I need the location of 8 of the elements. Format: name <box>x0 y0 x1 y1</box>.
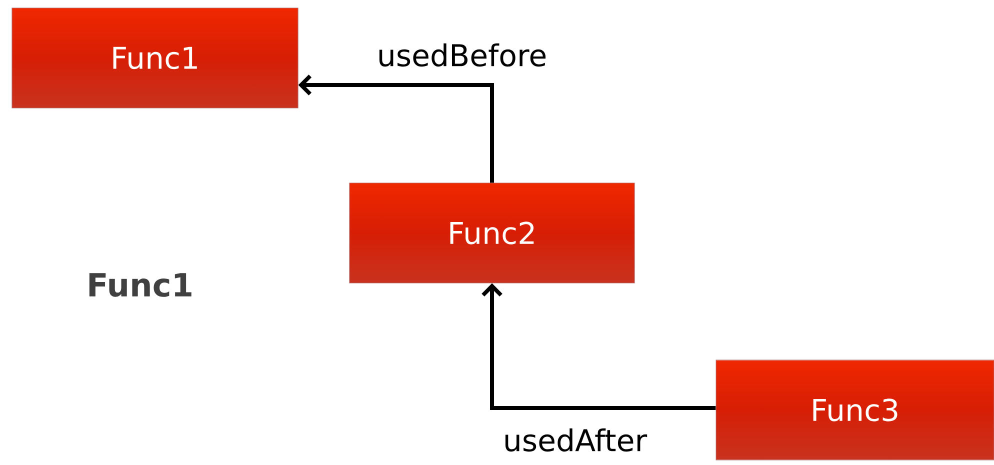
function-box: Func2 <box>349 182 635 284</box>
function-box: Func1 <box>12 8 298 108</box>
edge-label: usedBefore <box>376 42 548 68</box>
function-label: Func1 <box>89 273 192 297</box>
function-box: Func3 <box>716 360 994 460</box>
edge-label: usedAfter <box>502 427 648 453</box>
arrow <box>298 74 494 183</box>
arrow <box>482 283 716 410</box>
